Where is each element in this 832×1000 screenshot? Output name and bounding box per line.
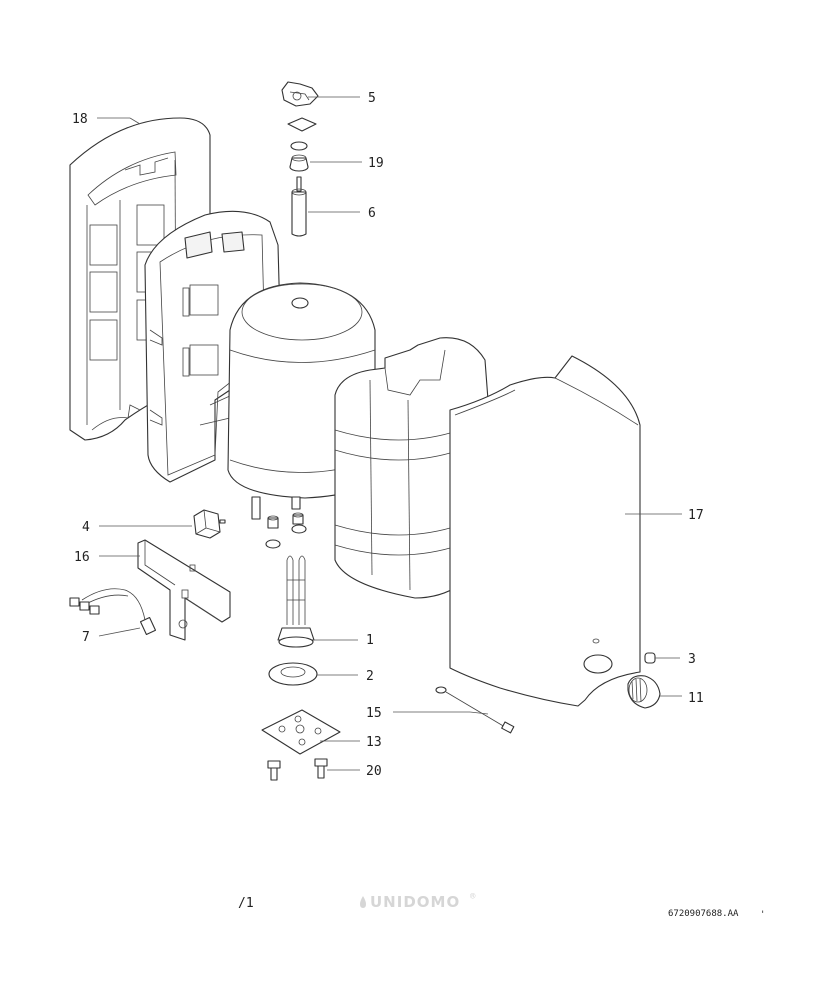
part-4-relay — [193, 509, 226, 539]
leader-lines — [97, 96, 682, 771]
callout-1: 1 — [366, 633, 374, 648]
callout-19: 19 — [368, 156, 384, 171]
callout-11: 11 — [688, 691, 704, 706]
inner-insulation-half — [144, 210, 281, 483]
callout-5: 5 — [368, 91, 376, 106]
part-15-sensor — [435, 686, 515, 734]
callout-13: 13 — [366, 735, 382, 750]
part-6-anode — [291, 176, 307, 237]
callout-16: 16 — [74, 550, 90, 565]
callout-3: 3 — [688, 652, 696, 667]
callout-17: 17 — [688, 508, 704, 523]
callout-15: 15 — [366, 706, 382, 721]
part-17-outer-casing — [449, 355, 641, 707]
part-7-cable — [69, 588, 157, 636]
callout-2: 2 — [366, 669, 374, 684]
part-11-knob — [627, 675, 661, 709]
part-19-grommet — [289, 154, 309, 172]
watermark-text: UNIDOMO — [370, 893, 460, 911]
document-number: 6720907688.AA — [668, 909, 739, 919]
part-5-thermostat — [281, 81, 319, 151]
page-mark: /1 — [238, 896, 254, 911]
tank-fittings — [265, 512, 307, 549]
callout-20: 20 — [366, 764, 382, 779]
part-2-flange — [268, 662, 318, 686]
callout-6: 6 — [368, 206, 376, 221]
callout-4: 4 — [82, 520, 90, 535]
footer: /1 UNIDOMO ® 6720907688.AA ' — [238, 892, 765, 920]
part-20-screws — [267, 758, 328, 781]
callout-labels: 5 19 6 18 17 4 16 7 1 2 3 11 15 13 20 — [72, 91, 704, 779]
registered-mark: ® — [470, 892, 476, 902]
footer-tick: ' — [760, 910, 765, 920]
callout-7: 7 — [82, 630, 90, 645]
part-1-heating-element — [277, 555, 315, 648]
part-16-bracket — [137, 539, 231, 641]
callout-18: 18 — [72, 112, 88, 127]
part-3-plug — [644, 652, 656, 664]
watermark-logo: UNIDOMO ® — [360, 892, 476, 911]
part-13-plate — [261, 709, 341, 755]
